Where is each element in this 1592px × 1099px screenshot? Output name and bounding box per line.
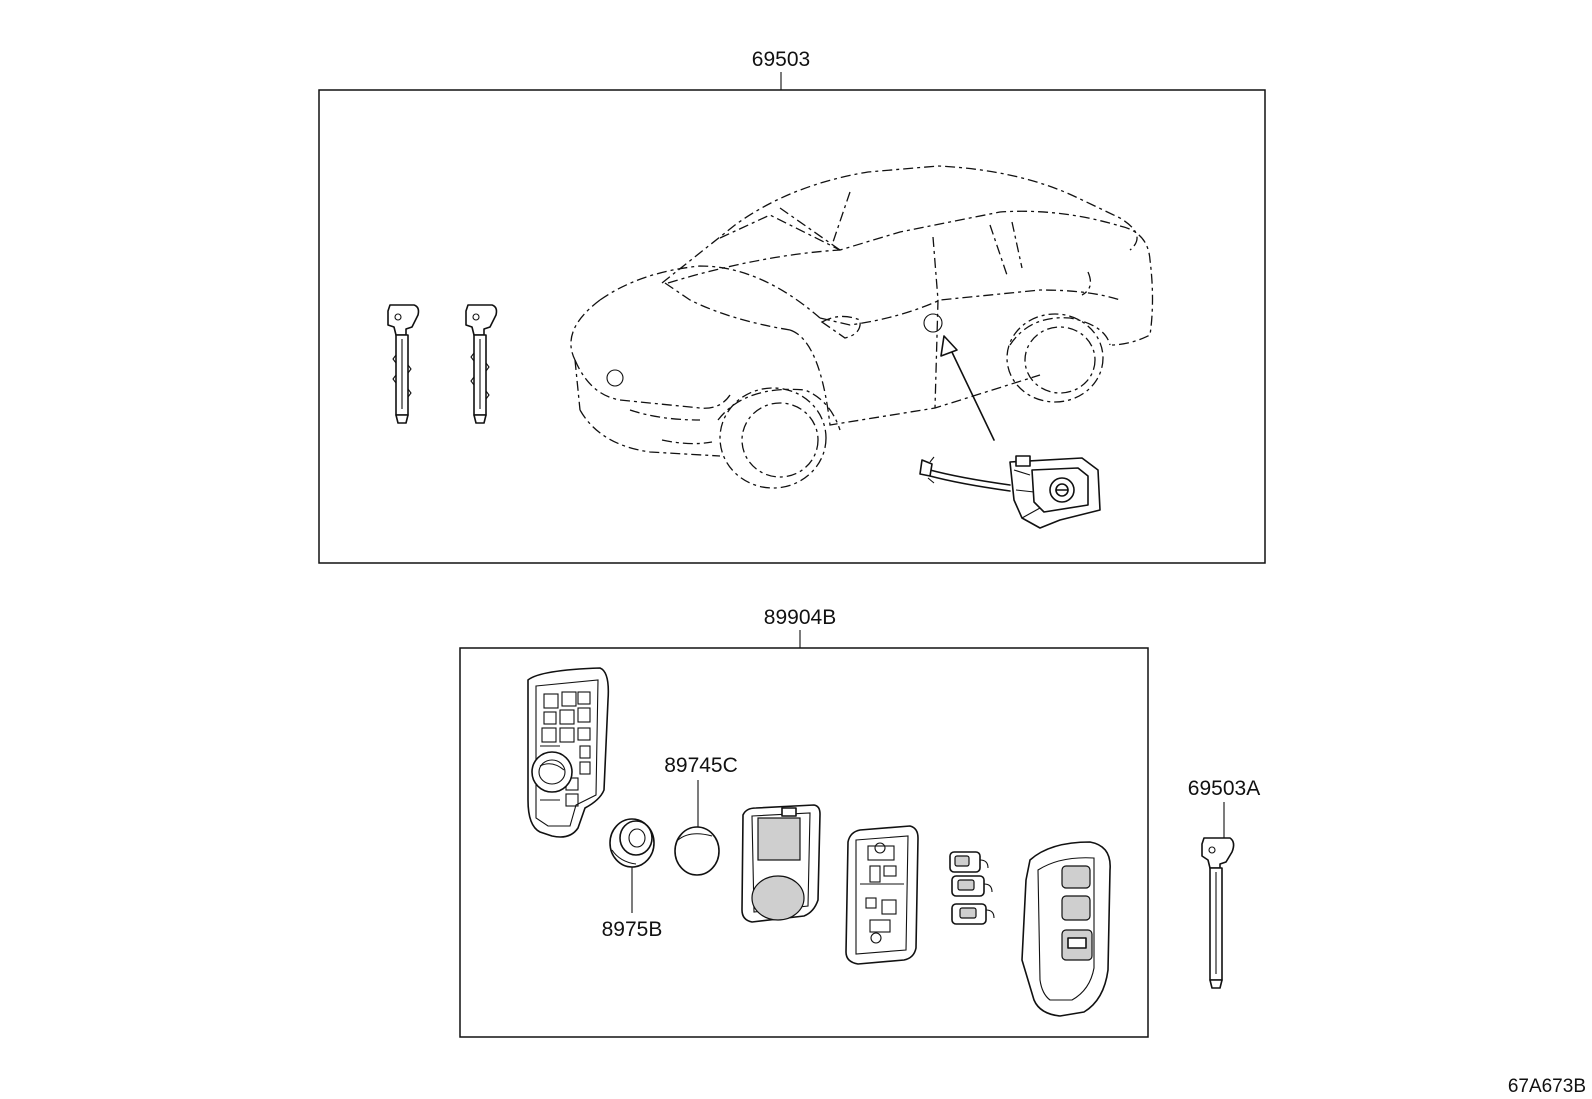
mechanical-key-2[interactable] — [465, 304, 498, 424]
mechanical-key-1[interactable] — [387, 304, 420, 424]
button-pad[interactable] — [949, 851, 995, 925]
coin-battery[interactable] — [674, 826, 720, 876]
label-69503A[interactable]: 69503A — [1188, 777, 1260, 800]
label-89904B[interactable]: 89904B — [764, 606, 836, 629]
remote-case-front[interactable] — [1021, 841, 1111, 1017]
group-box-89904B — [459, 647, 1149, 1038]
key-blank[interactable] — [1201, 837, 1235, 989]
figure-code: 67A673B — [1508, 1076, 1586, 1097]
label-89745C[interactable]: 89745C — [664, 754, 738, 777]
label-8975B[interactable]: 8975B — [602, 918, 663, 941]
arrow-lock-location — [940, 335, 995, 441]
door-lock-cylinder[interactable] — [919, 455, 1101, 529]
battery-holder[interactable] — [609, 818, 655, 868]
remote-cover-plate[interactable] — [741, 804, 821, 923]
group-box-69503 — [318, 89, 1266, 564]
remote-case-back[interactable] — [527, 667, 610, 838]
label-69503[interactable]: 69503 — [752, 48, 810, 71]
vehicle-outline — [570, 165, 1154, 489]
circuit-board[interactable] — [845, 825, 919, 965]
